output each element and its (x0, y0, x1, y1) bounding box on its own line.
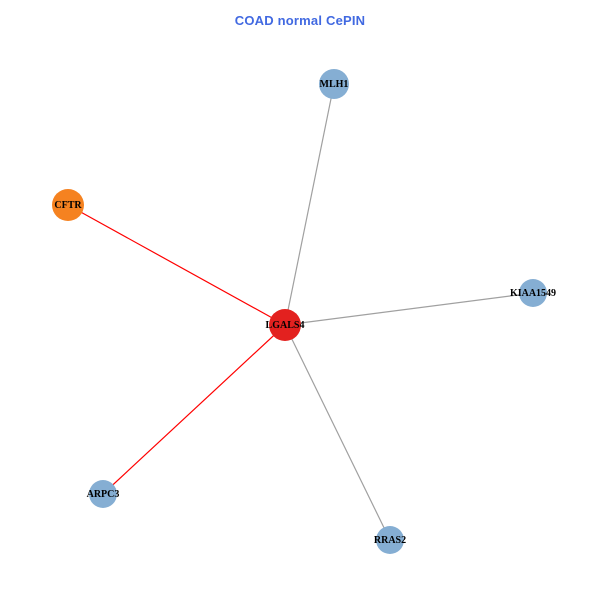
edge-LGALS4-KIAA1549 (284, 292, 534, 326)
node-KIAA1549[interactable] (519, 279, 547, 307)
edge-LGALS4-ARPC3 (102, 324, 286, 495)
node-RRAS2[interactable] (376, 526, 404, 554)
node-LGALS4[interactable] (269, 309, 301, 341)
chart-title: COAD normal CePIN (234, 13, 366, 28)
edge-LGALS4-CFTR (67, 204, 286, 326)
node-ARPC3[interactable] (89, 480, 117, 508)
node-CFTR[interactable] (52, 189, 84, 221)
node-MLH1[interactable] (319, 69, 349, 99)
edge-LGALS4-RRAS2 (284, 324, 391, 541)
edge-LGALS4-MLH1 (284, 83, 335, 326)
